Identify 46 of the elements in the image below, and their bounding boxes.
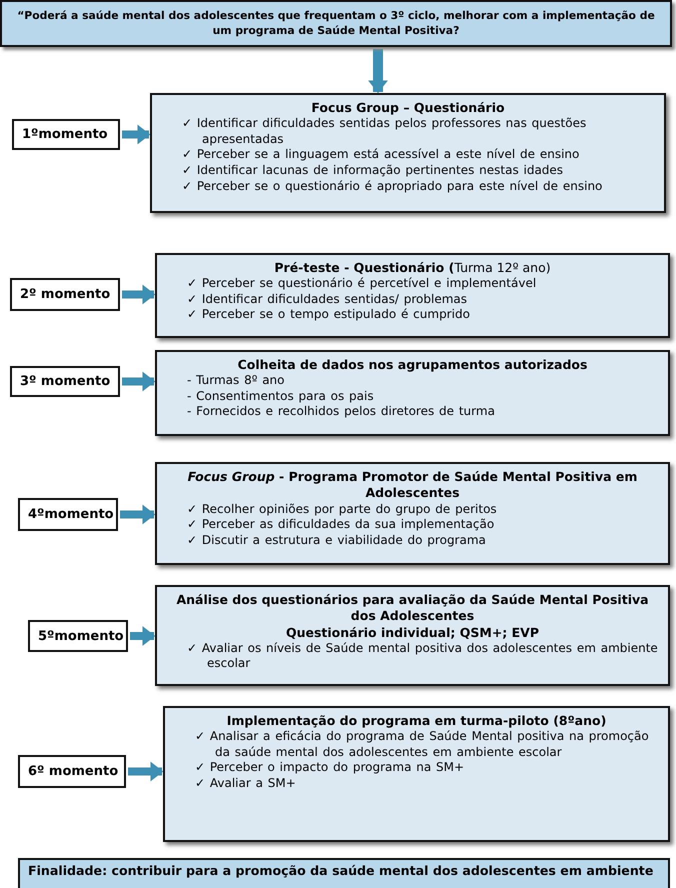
stage-label: 4ºmomento xyxy=(28,507,114,522)
goal-box xyxy=(18,858,670,888)
bullet-item: ✓ Identificar dificuldades sentidas pelos professores nas questões apresentadas xyxy=(182,116,588,148)
bullet-item: ✓ Perceber se o tempo estipulado é cumprido xyxy=(187,307,471,324)
step-box xyxy=(155,585,670,686)
stage-label: 6º momento xyxy=(28,764,118,779)
step-box xyxy=(155,253,670,338)
step-heading: Questionário individual; QSM+; EVP xyxy=(284,624,540,641)
step-box xyxy=(155,350,670,436)
goal-text: Finalidade: contribuir para a promoção da saúde mental dos adolescentes em ambiente xyxy=(28,863,654,878)
question-box xyxy=(0,0,672,47)
stage-label-box xyxy=(28,620,128,652)
step-heading: Pré-teste - Questionário (Turma 12º ano) xyxy=(273,260,552,276)
bullet-item: ✓ Avaliar os níveis de Saúde mental positiva dos adolescentes em ambiente escolar xyxy=(187,640,658,672)
step-box xyxy=(150,93,666,213)
bullet-item: ✓ Perceber as dificuldades da sua implementação xyxy=(187,517,496,533)
stage-label: 5ºmomento xyxy=(38,628,124,644)
step-box xyxy=(163,706,670,842)
bullet-item: ✓ Perceber se a linguagem está acessível a este nível de ensino xyxy=(182,147,580,164)
stage-label-box xyxy=(18,755,126,788)
step-heading: Focus Group - Programa Promotor de Saúde Mental Positiva em Adolescentes xyxy=(186,469,638,502)
stage-label-box xyxy=(10,366,120,397)
bullet-item: ✓ Perceber se o questionário é apropriado para este nível de ensino xyxy=(182,178,604,194)
bullet-item: ✓ Analisar a eficácia do programa de Saúde Mental positiva na promoção da saúde mental dos adolescentes em ambiente escolar xyxy=(195,729,650,760)
bullet-item: ✓ Recolher opiniões por parte do grupo de peritos xyxy=(187,502,498,518)
bullet-item: ✓ Avaliar a SM+ xyxy=(195,776,297,792)
bullet-item: ✓ Perceber se questionário é percetível e implementável xyxy=(187,276,538,292)
bullet-item: ✓ Identificar lacunas de informação pertinentes nestas idades xyxy=(182,163,564,179)
step-heading: Análise dos questionários para avaliação da Saúde Mental Positiva dos Adolescentes xyxy=(175,592,650,624)
bullet-item: ✓ Discutir a estrutura e viabilidade do programa xyxy=(187,532,487,548)
question-text: “Poderá a saúde mental dos adolescentes que frequentam o 3º ciclo, melhorar com a implementação de um programa de Saúde Mental Positiva? xyxy=(16,9,656,38)
step-box xyxy=(155,462,670,565)
stage-label: 1ºmomento xyxy=(22,127,108,142)
bullet-item: - Consentimentos para os pais xyxy=(187,388,375,404)
stage-label-box xyxy=(18,498,118,531)
stage-label-box xyxy=(10,278,120,311)
step-heading: Colheita de dados nos agrupamentos autorizados xyxy=(236,357,588,374)
bullet-item: - Fornecidos e recolhidos pelos diretores de turma xyxy=(187,404,496,420)
bullet-item: ✓ Perceber o impacto do programa na SM+ xyxy=(195,760,466,776)
bullet-item: ✓ Identificar dificuldades sentidas/ problemas xyxy=(187,292,468,308)
bullet-item: - Turmas 8º ano xyxy=(187,373,286,389)
stage-label: 2º momento xyxy=(20,287,110,302)
stage-label: 3º momento xyxy=(20,374,110,389)
step-heading: Focus Group – Questionário xyxy=(310,100,506,116)
step-heading: Implementação do programa em turma-piloto (8ºano) xyxy=(226,713,608,730)
stage-label-box xyxy=(12,119,120,150)
